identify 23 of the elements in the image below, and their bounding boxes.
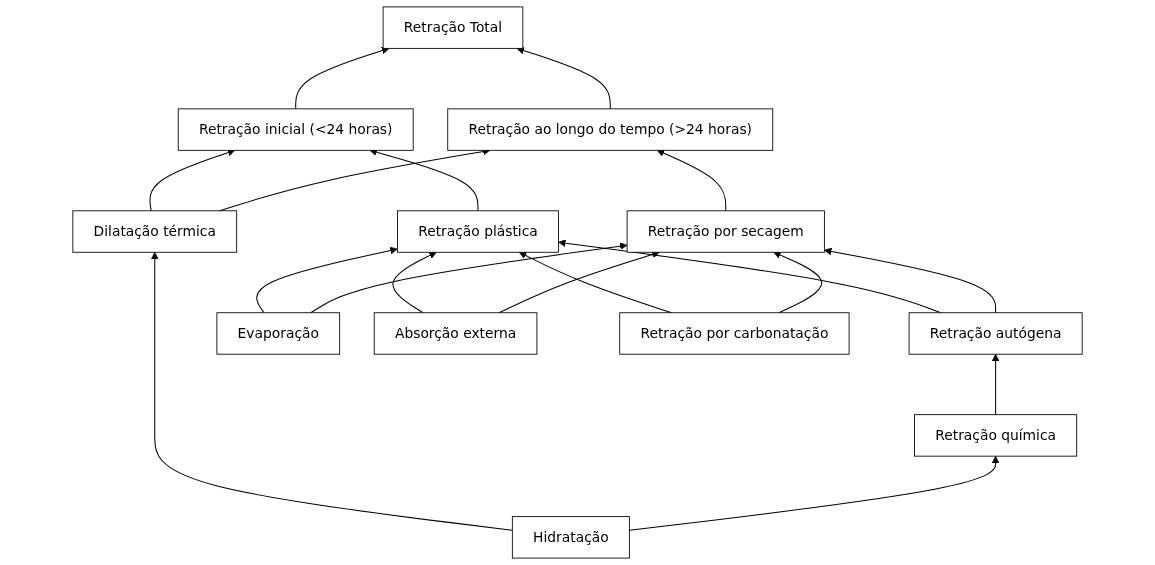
arrow — [516, 46, 611, 110]
arrow — [773, 251, 823, 314]
arrow — [150, 251, 513, 531]
node-box: Retração por secagem — [626, 210, 825, 253]
node-box: Evaporação — [216, 312, 341, 355]
arrow — [991, 353, 1000, 416]
node-box: Absorção externa — [373, 312, 538, 355]
arrow — [656, 149, 727, 212]
node-box: Retração plástica — [397, 210, 559, 253]
node-box: Retração autógena — [908, 312, 1083, 355]
node-box: Hidratação — [511, 516, 630, 559]
node-box: Retração inicial (<24 horas) — [177, 108, 414, 151]
arrow — [256, 246, 398, 314]
node-box: Retração ao longo do tempo (>24 horas) — [447, 108, 774, 151]
node-box: Retração Total — [382, 6, 524, 49]
arrow — [628, 455, 1000, 531]
arrow — [824, 247, 997, 314]
node-box: Retração por carbonatação — [619, 312, 850, 355]
arrow — [295, 46, 390, 110]
node-box: Retração química — [914, 414, 1078, 457]
arrow — [310, 242, 628, 314]
node-box: Dilatação térmica — [72, 210, 238, 253]
arrow — [392, 251, 437, 314]
